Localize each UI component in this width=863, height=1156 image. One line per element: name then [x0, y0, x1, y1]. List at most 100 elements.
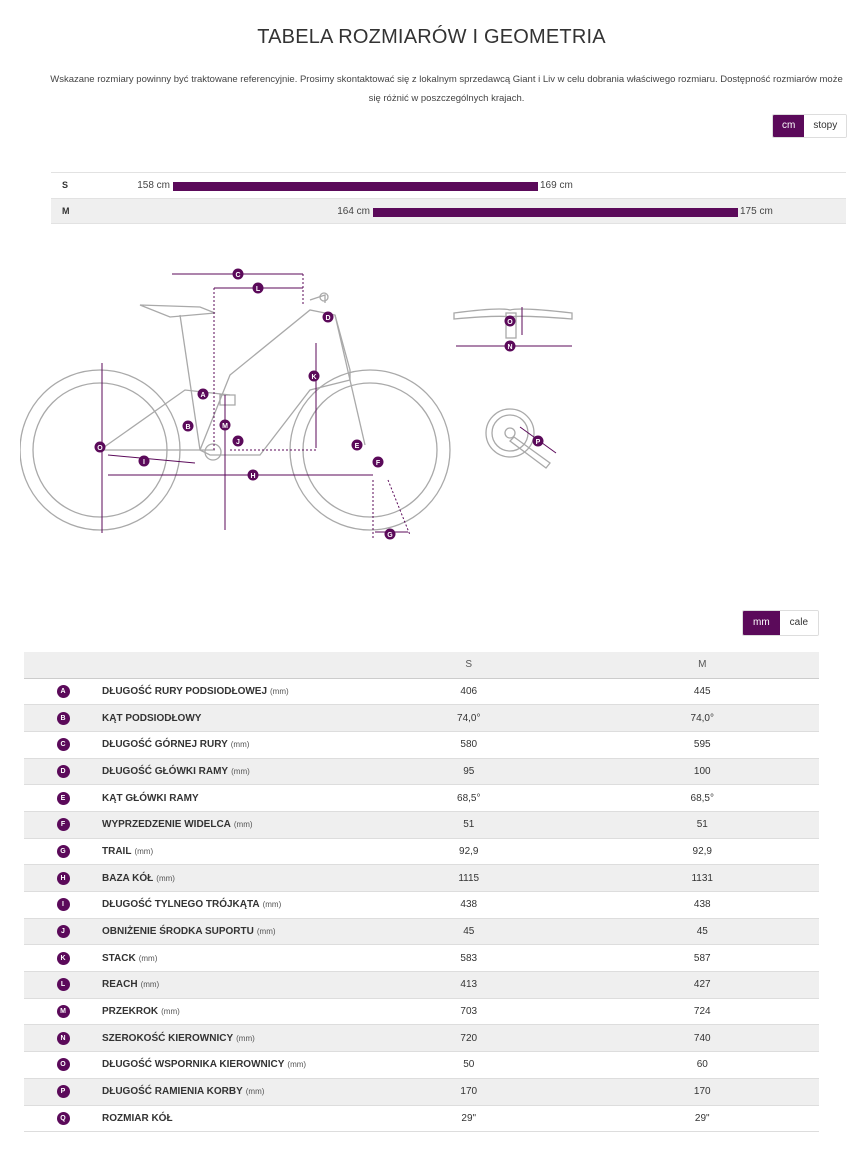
value-m: 724 [585, 998, 819, 1026]
row-letter-badge: K [56, 951, 70, 965]
marker-c: C [232, 268, 244, 280]
svg-text:L: L [256, 286, 261, 293]
marker-g: G [384, 528, 396, 540]
row-letter-badge: F [56, 818, 70, 832]
row-letter-badge: M [56, 1005, 70, 1019]
value-m: 45 [585, 918, 819, 946]
page-title: TABELA ROZMIARÓW I GEOMETRIA [257, 26, 606, 48]
row-letter-badge: Q [56, 1111, 70, 1125]
value-m: 68,5° [585, 784, 819, 812]
row-letter-badge: N [56, 1031, 70, 1045]
value-s: 68,5° [352, 784, 586, 812]
row-unit: (mm) [233, 820, 253, 830]
row-name: TRAIL [102, 845, 132, 857]
row-unit: (mm) [138, 953, 158, 963]
value-s: 438 [352, 891, 586, 919]
row-name: DŁUGOŚĆ GŁÓWKI RAMY [102, 765, 229, 777]
value-m: 74,0° [585, 704, 819, 732]
unit-stopy-button[interactable]: stopy [804, 115, 847, 137]
size-range-bar [173, 182, 538, 191]
row-name: DŁUGOŚĆ RURY PODSIODŁOWEJ [102, 685, 268, 697]
value-s: 1115 [352, 864, 586, 892]
marker-p: P [532, 435, 544, 447]
marker-l: L [252, 282, 264, 294]
value-s: 95 [352, 758, 586, 786]
row-unit: (mm) [230, 740, 250, 750]
row-letter-badge: D [56, 764, 70, 778]
unit-cale-button[interactable]: cale [779, 611, 819, 635]
unit-mm-button[interactable]: mm [743, 611, 780, 635]
svg-text:P: P [536, 439, 541, 446]
row-name: STACK [102, 952, 136, 964]
size-label: S [62, 180, 69, 190]
row-unit: (mm) [156, 873, 175, 883]
marker-m: M [219, 419, 231, 431]
row-letter-badge: I [56, 898, 70, 912]
svg-text:O: O [97, 445, 103, 452]
bike-geometry-diagram: C L D K A M B J O E F I H G O N P [20, 268, 573, 540]
svg-text:O: O [507, 319, 513, 326]
chainring-detail [485, 408, 551, 469]
size-min-label: 158 cm [137, 180, 170, 191]
dim-i [107, 454, 196, 464]
row-unit: (mm) [231, 766, 250, 776]
row-name: REACH [102, 979, 138, 991]
value-m: 100 [585, 758, 819, 786]
row-name: SZEROKOŚĆ KIEROWNICY [102, 1032, 234, 1044]
row-name: DŁUGOŚĆ TYLNEGO TRÓJKĄTA [102, 899, 260, 911]
front-wheel-rim [302, 382, 438, 518]
value-s: 45 [352, 918, 586, 946]
value-m: 587 [585, 944, 819, 973]
marker-n: N [504, 340, 516, 352]
value-m: 92,9 [585, 838, 819, 866]
size-label: M [62, 206, 70, 216]
row-name: KĄT GŁÓWKI RAMY [102, 792, 199, 804]
row-letter-badge: G [56, 844, 70, 858]
value-m: 51 [585, 811, 819, 839]
row-letter-badge: C [56, 738, 70, 752]
row-unit: (mm) [245, 1087, 265, 1097]
row-name: OBNIŻENIE ŚRODKA SUPORTU [102, 926, 254, 938]
unit-cm-button[interactable]: cm [773, 115, 805, 137]
value-m: 595 [585, 731, 819, 759]
value-s: 92,9 [352, 838, 586, 866]
svg-text:E: E [355, 443, 360, 450]
value-m: 29" [585, 1105, 819, 1133]
row-name: PRZEKROK [102, 1006, 159, 1018]
size-row-m: M 164 cm 175 cm [51, 198, 846, 224]
saddle [139, 304, 216, 318]
size-range-chart: S 158 cm 169 cm M 164 cm 175 cm [51, 172, 846, 224]
column-header-s: S [352, 652, 586, 679]
svg-text:C: C [235, 272, 240, 279]
row-name: DŁUGOŚĆ GÓRNEJ RURY [102, 739, 228, 751]
marker-b: B [182, 420, 194, 432]
value-s: 720 [352, 1024, 586, 1053]
value-s: 170 [352, 1078, 586, 1106]
size-max-label: 169 cm [540, 180, 573, 191]
size-min-label: 164 cm [337, 206, 370, 217]
shock [219, 394, 236, 406]
svg-text:D: D [325, 315, 330, 322]
svg-text:A: A [200, 392, 205, 399]
row-letter-badge: L [56, 978, 70, 992]
row-letter-badge: A [56, 684, 70, 698]
marker-f: F [372, 456, 384, 468]
value-m: 427 [585, 971, 819, 999]
row-letter-badge: J [56, 925, 70, 939]
value-s: 74,0° [352, 704, 586, 732]
row-name: WYPRZEDZENIE WIDELCA [102, 819, 231, 831]
svg-text:I: I [143, 459, 145, 466]
crank-spindle [204, 443, 222, 461]
row-unit: (mm) [262, 900, 282, 910]
column-header-m: M [585, 652, 819, 679]
stem [309, 294, 326, 303]
